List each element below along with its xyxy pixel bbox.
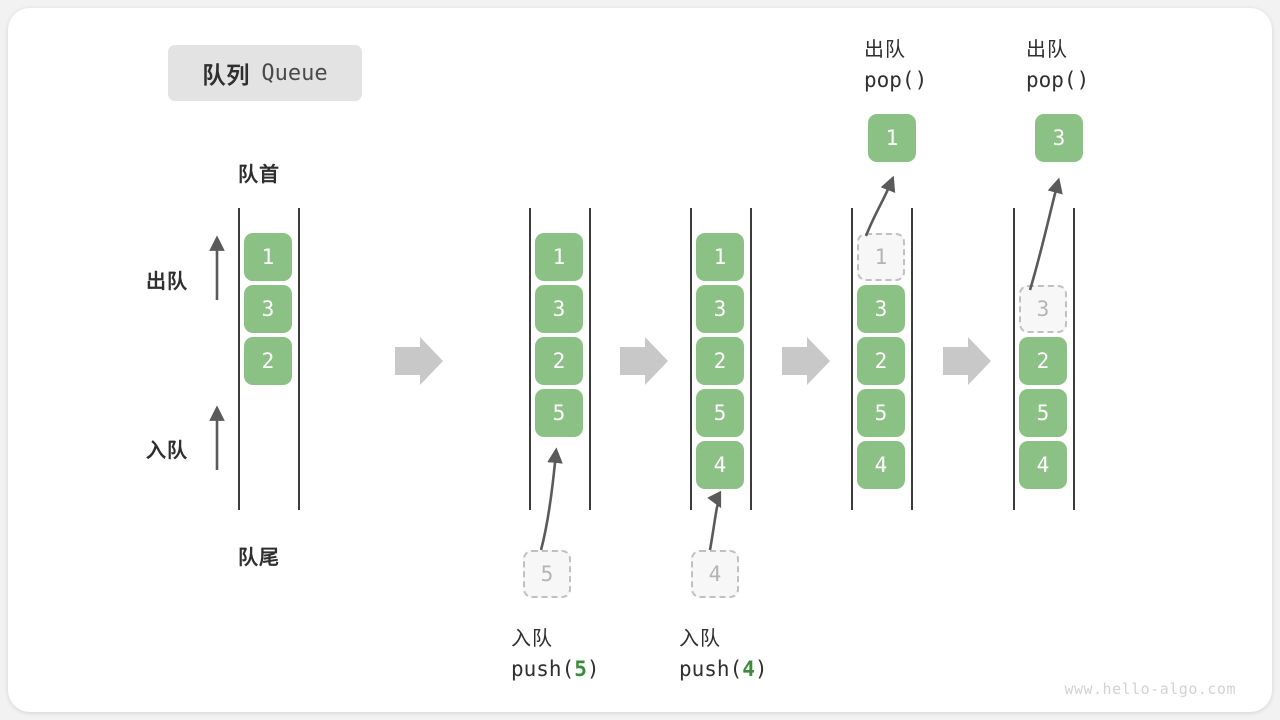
- op-code-prefix: pop(: [1026, 68, 1077, 92]
- dequeue-direction-label: 出队: [146, 271, 188, 293]
- op-code-prefix: push(: [679, 657, 743, 681]
- op-code-prefix: pop(: [864, 68, 915, 92]
- stage-op-code: pop(): [1026, 68, 1089, 92]
- queue-cell: 4: [1019, 441, 1067, 489]
- stage-op-label: 入队: [679, 628, 721, 650]
- popped-cell: 3: [1035, 114, 1083, 162]
- queue-front-label: 队首: [238, 164, 280, 186]
- queue-ghost-cell: 5: [523, 550, 571, 598]
- stage-op-label: 出队: [864, 39, 906, 61]
- op-code-suffix: ): [1076, 68, 1090, 92]
- queue-cell: 5: [857, 389, 905, 437]
- queue-cell: 3: [535, 285, 583, 333]
- queue-rail-left-stage-4: [851, 208, 853, 510]
- popped-cell: 1: [868, 114, 916, 162]
- op-code-prefix: push(: [511, 657, 575, 681]
- queue-cell: 2: [535, 337, 583, 385]
- diagram-title-cn: 队列: [202, 62, 251, 88]
- queue-rail-left-stage-5: [1013, 208, 1015, 510]
- queue-cell: 2: [244, 337, 292, 385]
- stage-op-code: push(5): [511, 657, 600, 681]
- queue-cell: 2: [1019, 337, 1067, 385]
- stage-op-label: 出队: [1026, 39, 1068, 61]
- queue-ghost-cell: 4: [691, 550, 739, 598]
- diagram-title-badge: 队列 Queue: [168, 45, 362, 101]
- watermark: www.hello-algo.com: [1064, 680, 1236, 698]
- op-code-arg: 5: [574, 657, 587, 681]
- queue-rail-right-stage-2: [589, 208, 591, 510]
- queue-rail-right-stage-3: [750, 208, 752, 510]
- queue-rail-right-stage-1: [298, 208, 300, 510]
- stage-op-code: pop(): [864, 68, 927, 92]
- queue-rail-right-stage-4: [911, 208, 913, 510]
- op-code-suffix: ): [586, 657, 600, 681]
- queue-cell: 3: [244, 285, 292, 333]
- diagram-card: [8, 8, 1272, 712]
- queue-rail-left-stage-3: [690, 208, 692, 510]
- op-code-suffix: ): [914, 68, 928, 92]
- queue-rail-right-stage-5: [1073, 208, 1075, 510]
- diagram-title-en: Queue: [261, 60, 328, 86]
- queue-cell: 3: [857, 285, 905, 333]
- op-code-arg: 4: [742, 657, 755, 681]
- queue-cell: 5: [1019, 389, 1067, 437]
- queue-cell: 1: [696, 233, 744, 281]
- queue-cell: 5: [696, 389, 744, 437]
- queue-ghost-cell: 1: [857, 233, 905, 281]
- stage-op-label: 入队: [511, 628, 553, 650]
- queue-cell: 1: [244, 233, 292, 281]
- enqueue-direction-label: 入队: [146, 440, 188, 462]
- queue-cell: 4: [696, 441, 744, 489]
- queue-rail-left-stage-1: [238, 208, 240, 510]
- queue-cell: 5: [535, 389, 583, 437]
- queue-cell: 3: [696, 285, 744, 333]
- queue-rear-label: 队尾: [238, 547, 280, 569]
- queue-cell: 1: [535, 233, 583, 281]
- queue-cell: 2: [696, 337, 744, 385]
- queue-ghost-cell: 3: [1019, 285, 1067, 333]
- queue-rail-left-stage-2: [529, 208, 531, 510]
- stage-op-code: push(4): [679, 657, 768, 681]
- op-code-suffix: ): [754, 657, 768, 681]
- queue-cell: 4: [857, 441, 905, 489]
- queue-cell: 2: [857, 337, 905, 385]
